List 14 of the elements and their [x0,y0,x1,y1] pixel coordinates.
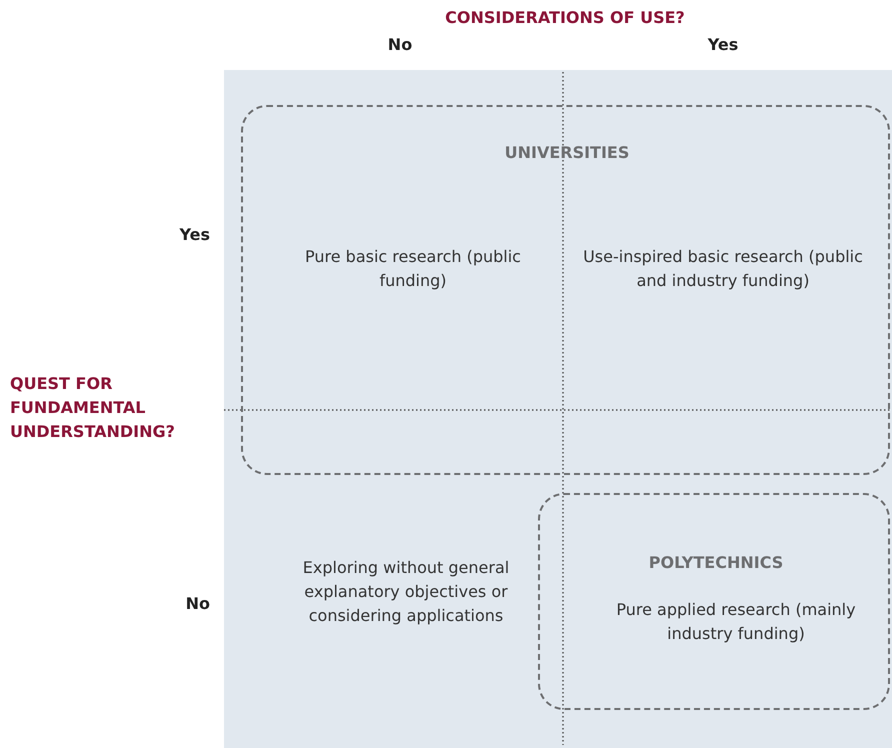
axis-title: QUEST FOR FUNDAMENTAL UNDERSTANDING? [10,373,176,443]
axis-value: Yes [706,34,740,56]
group-box [538,493,890,710]
axis-value: No [386,34,414,56]
axis-value: Yes [178,224,210,246]
axis-title: CONSIDERATIONS OF USE? [444,7,686,29]
quadrant-text: Pure applied research (mainly industry funding) [615,599,857,645]
quadrant-text: Exploring without general explanatory objectives or considering applications [302,557,510,627]
group-heading: POLYTECHNICS [648,552,784,574]
quadrant-text: Pure basic research (public funding) [304,246,522,292]
group-heading: UNIVERSITIES [504,142,630,164]
axis-value: No [184,593,210,615]
group-box [241,105,890,475]
quadrant-text: Use-inspired basic research (public and industry funding) [583,246,863,292]
